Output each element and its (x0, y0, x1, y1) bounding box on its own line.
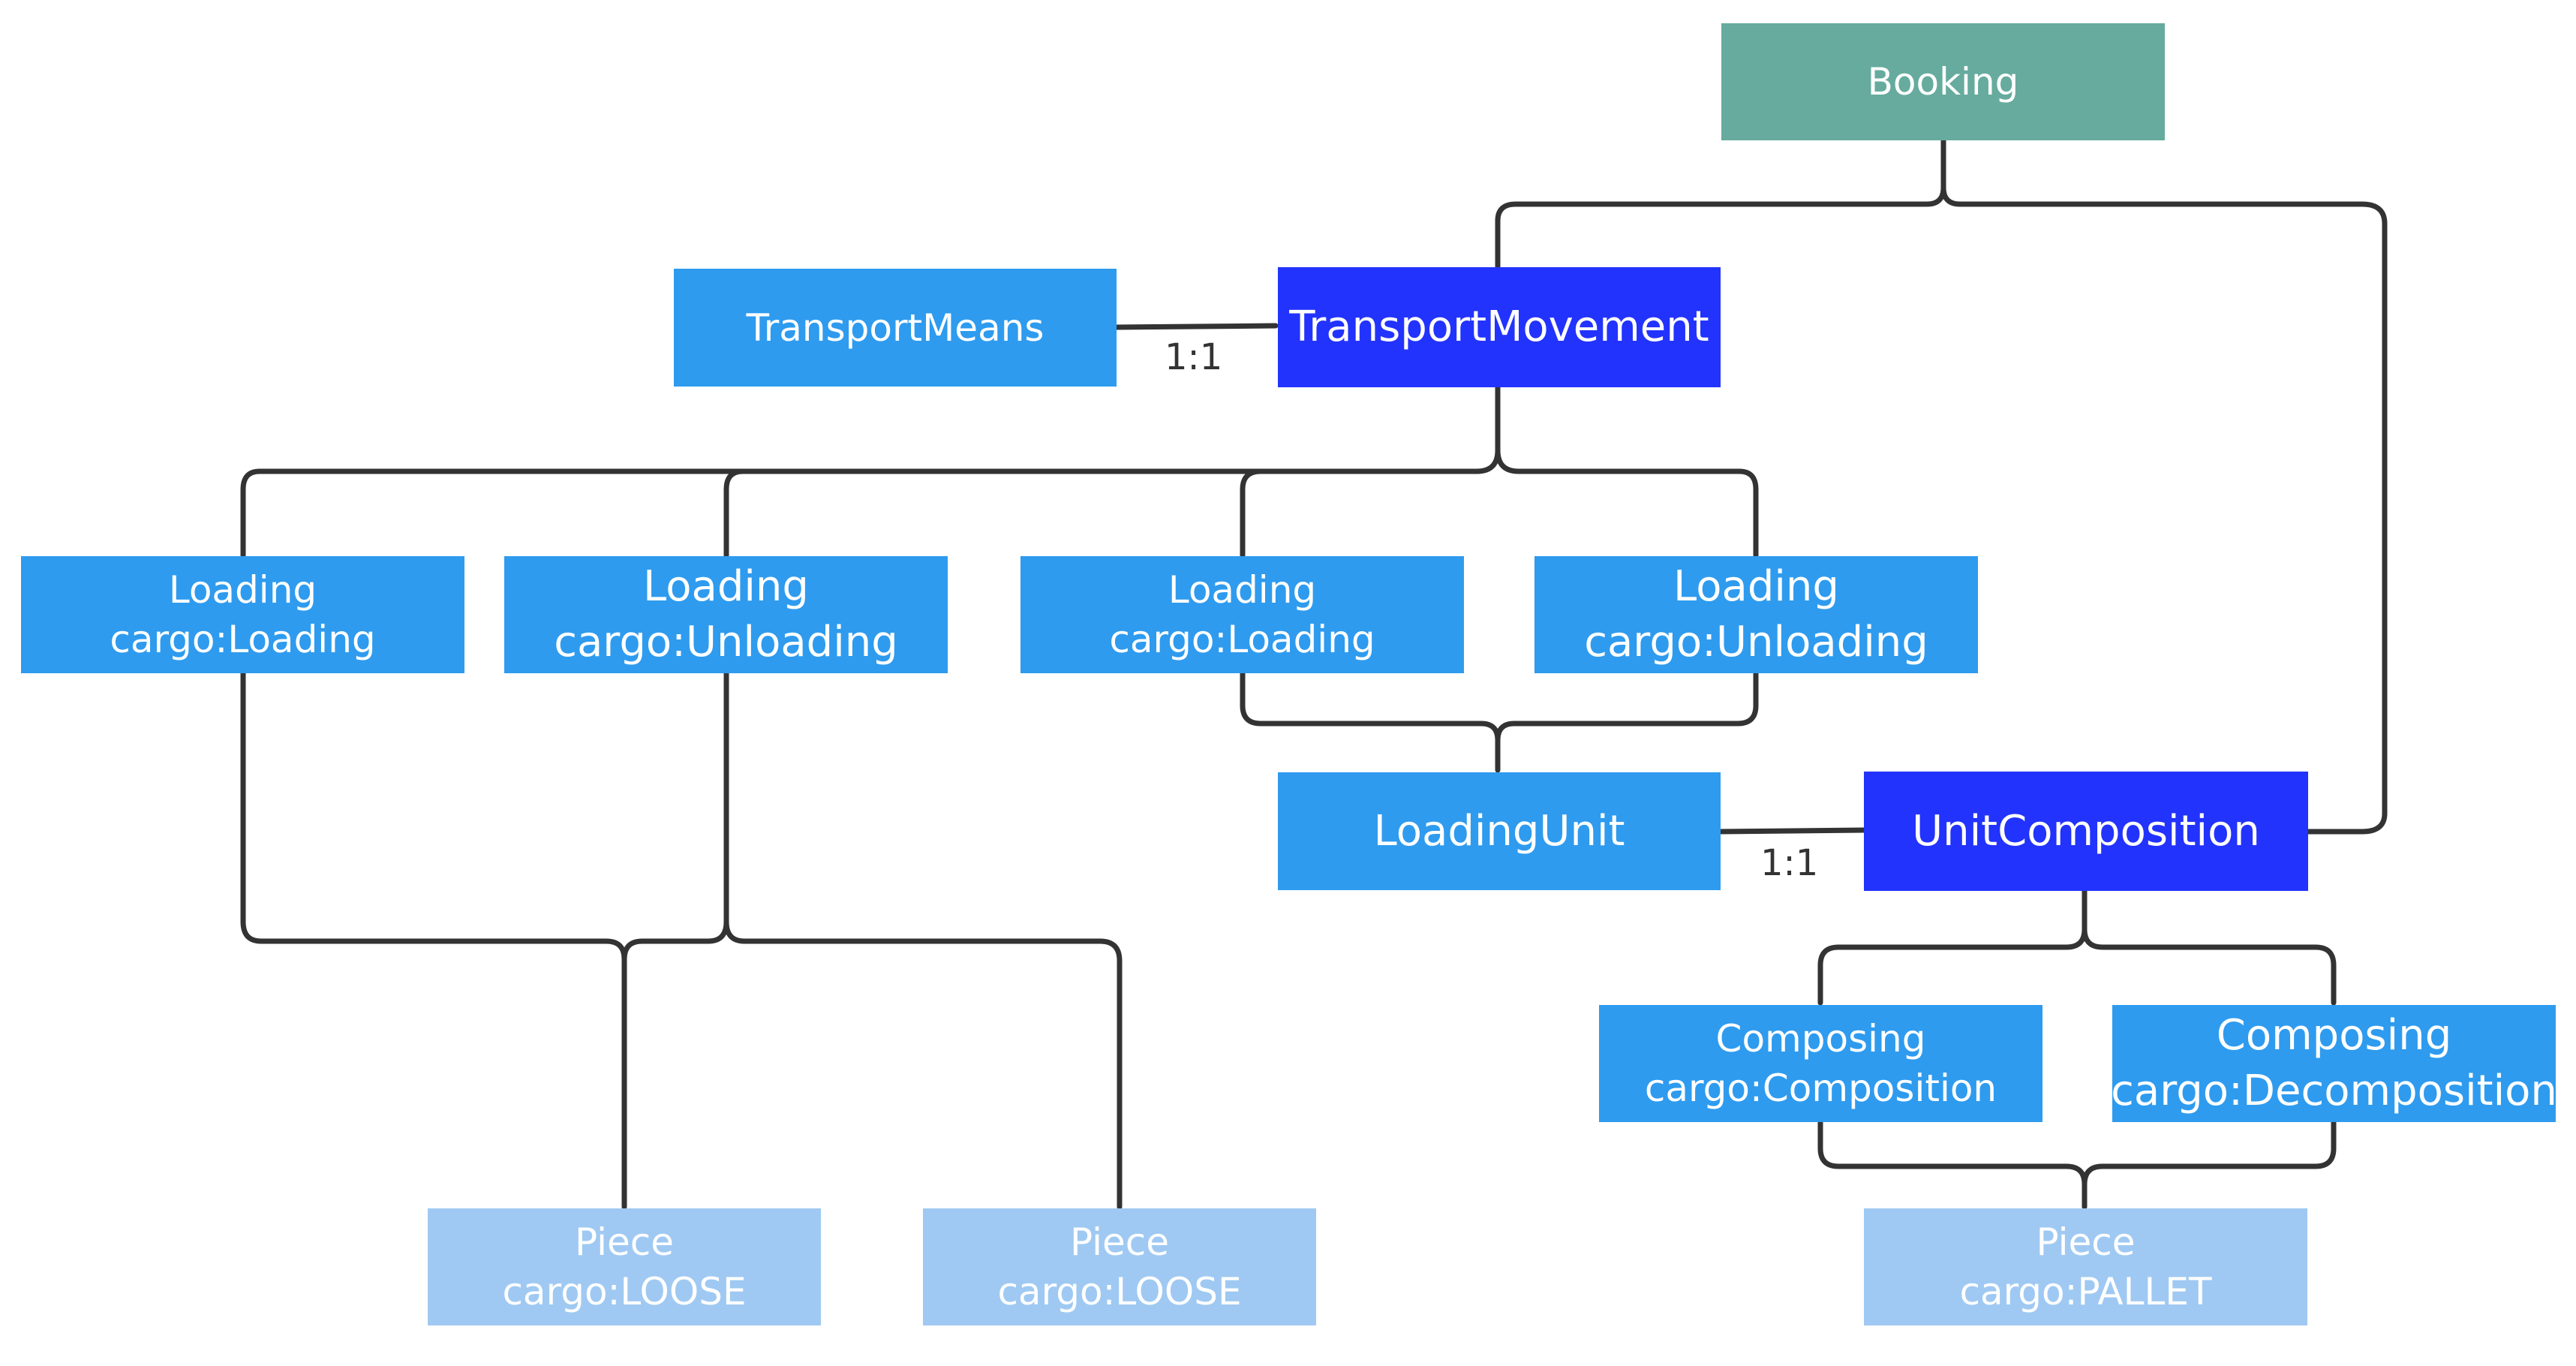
connector-means-movement (1114, 323, 1279, 330)
edge-label-means-movement: 1:1 (1165, 336, 1223, 378)
node-title: TransportMovement (1289, 302, 1709, 352)
node-title: UnitComposition (1912, 806, 2260, 856)
node-piece-1[interactable]: Piece cargo:LOOSE (428, 1208, 821, 1325)
node-booking[interactable]: Booking (1721, 23, 2165, 140)
node-loading-2[interactable]: Loading cargo:Unloading (504, 556, 948, 673)
node-title: Loading (1168, 568, 1317, 612)
node-title: LoadingUnit (1373, 806, 1625, 856)
node-loading-1[interactable]: Loading cargo:Loading (21, 556, 464, 673)
node-subtitle: cargo:Unloading (554, 618, 898, 666)
node-subtitle: cargo:LOOSE (502, 1270, 747, 1313)
node-subtitle: cargo:Unloading (1584, 618, 1928, 666)
connector-composition-composing-2 (2082, 926, 2337, 1006)
connector-unit-composition (1717, 827, 1867, 835)
connector-loading-2-pieces (621, 670, 729, 962)
connector-loading-1-pieces (240, 670, 627, 1210)
node-loading-4[interactable]: Loading cargo:Unloading (1534, 556, 1978, 673)
node-composing-1[interactable]: Composing cargo:Composition (1599, 1005, 2042, 1122)
node-subtitle: cargo:Loading (1109, 618, 1375, 661)
node-title: Loading (168, 568, 317, 612)
node-transport-means[interactable]: TransportMeans (674, 269, 1117, 387)
connector-movement-loading-2 (723, 468, 1481, 558)
node-title: Piece (575, 1220, 674, 1264)
node-composing-2[interactable]: Composing cargo:Decomposition (2111, 1005, 2557, 1122)
connector-booking-composition (1940, 185, 2388, 835)
node-title: Booking (1867, 60, 2019, 104)
node-loading-3[interactable]: Loading cargo:Loading (1020, 556, 1464, 673)
node-subtitle: cargo:Decomposition (2111, 1067, 2557, 1115)
node-transport-movement[interactable]: TransportMovement (1278, 267, 1721, 387)
connector-composition-composings (1817, 888, 2088, 1006)
connector-booking-movement (1495, 137, 1946, 269)
connector-movement-loading-3 (1240, 468, 1264, 558)
node-loading-unit[interactable]: LoadingUnit (1278, 772, 1721, 890)
connector-loading-2-piece-2 (723, 919, 1123, 1210)
connector-loading-4-unit (1495, 670, 1759, 743)
node-subtitle: cargo:Loading (110, 618, 376, 661)
node-title: Loading (643, 562, 809, 612)
node-title: TransportMeans (746, 305, 1045, 350)
node-title: Piece (2036, 1220, 2136, 1264)
connector-loadings-unit (1240, 670, 1501, 773)
node-unit-composition[interactable]: UnitComposition (1864, 772, 2308, 891)
node-title: Composing (1715, 1017, 1926, 1061)
node-subtitle: cargo:Composition (1644, 1067, 1997, 1110)
node-subtitle: cargo:LOOSE (997, 1270, 1242, 1313)
node-piece-2[interactable]: Piece cargo:LOOSE (923, 1208, 1316, 1325)
node-subtitle: cargo:PALLET (1959, 1270, 2212, 1313)
node-piece-3[interactable]: Piece cargo:PALLET (1864, 1208, 2307, 1325)
edge-label-unit-composition: 1:1 (1760, 842, 1819, 884)
node-title: Composing (2216, 1011, 2452, 1061)
connector-composings-piece (1817, 1119, 2088, 1210)
node-title: Piece (1070, 1220, 1169, 1264)
connector-movement-loading-3-4 (1495, 447, 1759, 558)
node-title: Loading (1673, 562, 1839, 612)
connector-composing-2-piece (2082, 1119, 2337, 1187)
